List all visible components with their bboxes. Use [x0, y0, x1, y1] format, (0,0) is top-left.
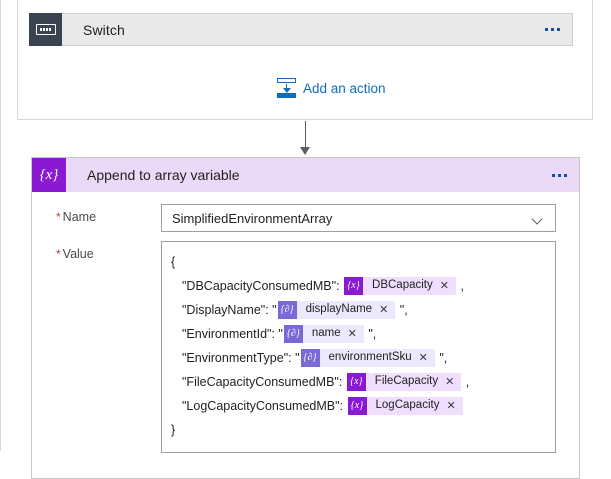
value-editor-text: ", — [435, 350, 448, 365]
value-editor-line: } — [171, 418, 546, 442]
add-an-action-label: Add an action — [303, 80, 386, 96]
token-remove-icon[interactable]: ✕ — [439, 279, 449, 292]
value-editor-text: { — [171, 254, 176, 269]
token-label: name — [311, 327, 341, 340]
variable-braces-icon: {x} — [344, 277, 364, 295]
append-overflow-menu-icon[interactable] — [552, 173, 567, 177]
expression-braces-icon: {∂} — [283, 325, 303, 343]
value-editor-text: "DBCapacityConsumedMB": — [182, 278, 344, 293]
value-editor-text: "DisplayName": " — [182, 302, 277, 317]
value-editor-line: "FileCapacityConsumedMB": {x}FileCapacit… — [171, 370, 546, 394]
token-body: FileCapacity ✕ — [365, 373, 462, 391]
token-label: environmentSku — [328, 351, 412, 364]
append-to-array-variable-card[interactable]: {x} Append to array variable *Name Simpl… — [31, 157, 580, 479]
insert-action-icon — [277, 78, 296, 98]
name-input[interactable]: SimplifiedEnvironmentArray — [161, 204, 556, 232]
expression-braces-icon: {∂} — [300, 349, 320, 367]
expression-braces-icon: {∂} — [277, 301, 297, 319]
expression-token[interactable]: {∂} environmentSku ✕ — [300, 349, 435, 367]
value-editor[interactable]: { "DBCapacityConsumedMB": {x} DBCapacity ✕ … — [161, 241, 556, 453]
canvas-left-rail — [0, 0, 1, 451]
token-remove-icon[interactable]: ✕ — [347, 327, 357, 340]
value-label-text: Value — [62, 247, 94, 261]
name-label-text: Name — [62, 210, 97, 224]
variable-token[interactable]: {x} LogCapacity ✕ — [347, 397, 463, 415]
value-editor-text: ", — [396, 302, 408, 317]
variable-token[interactable]: {x} FileCapacity ✕ — [346, 373, 462, 391]
scope-container-panel: Switch Add an action — [17, 0, 593, 120]
append-card-body: *Name SimplifiedEnvironmentArray *Value … — [32, 192, 579, 478]
connector-arrow-middle — [298, 121, 312, 155]
value-editor-line: "DisplayName": "{∂} displayName ✕ ", — [171, 298, 546, 322]
append-card-header[interactable]: {x} Append to array variable — [32, 158, 579, 192]
expression-token[interactable]: {∂} displayName ✕ — [277, 301, 396, 319]
token-label: FileCapacity — [374, 375, 439, 388]
name-input-value: SimplifiedEnvironmentArray — [172, 210, 333, 226]
chevron-down-icon[interactable] — [532, 213, 543, 224]
token-remove-icon[interactable]: ✕ — [418, 351, 428, 364]
token-body: LogCapacity ✕ — [366, 397, 463, 415]
value-field-row: *Value {"DBCapacityConsumedMB": {x}DBCap… — [46, 241, 565, 453]
value-editor-text: "EnvironmentId": " — [182, 326, 283, 341]
value-editor-text: , — [456, 278, 464, 293]
value-editor-line: { — [171, 250, 546, 274]
expression-token[interactable]: {∂} name ✕ — [283, 325, 364, 343]
value-editor-line: "EnvironmentType": "{∂} environmentSku ✕ "… — [171, 346, 546, 370]
value-editor-text: "FileCapacityConsumedMB": — [182, 374, 346, 389]
value-editor-line: "EnvironmentId": "{∂} name ✕ ", — [171, 322, 546, 346]
value-editor-text: ", — [364, 326, 377, 341]
variable-braces-icon: {x} — [347, 397, 367, 415]
value-editor-text: } — [171, 422, 176, 437]
switch-overflow-menu-icon[interactable] — [545, 28, 560, 31]
switch-action-card[interactable]: Switch — [29, 12, 573, 46]
token-body: name ✕ — [302, 325, 364, 343]
variable-braces-icon: {x} — [346, 373, 366, 391]
value-field-label: *Value — [46, 241, 161, 261]
variable-token[interactable]: {x} DBCapacity ✕ — [344, 277, 456, 295]
name-field-label: *Name — [46, 204, 161, 224]
variable-braces-icon: {x} — [32, 158, 66, 192]
value-editor-text: , — [462, 374, 470, 389]
token-remove-icon[interactable]: ✕ — [446, 399, 456, 412]
token-label: DBCapacity — [372, 279, 433, 292]
add-an-action-button[interactable]: Add an action — [277, 78, 386, 98]
value-editor-line: "DBCapacityConsumedMB": {x} DBCapacity ✕ , — [171, 274, 546, 298]
token-body: environmentSku ✕ — [319, 349, 435, 367]
token-body: DBCapacity ✕ — [363, 277, 456, 295]
token-body: displayName ✕ — [296, 301, 396, 319]
token-label: LogCapacity — [375, 399, 440, 412]
name-required-marker: * — [56, 210, 61, 224]
switch-icon — [29, 12, 62, 46]
value-editor-line: "LogCapacityConsumedMB": {x} LogCapacity ✕ — [171, 394, 546, 418]
token-remove-icon[interactable]: ✕ — [379, 303, 389, 316]
append-card-title: Append to array variable — [87, 167, 240, 183]
value-editor-text: "EnvironmentType": " — [182, 350, 300, 365]
name-field-row: *Name SimplifiedEnvironmentArray — [46, 204, 565, 232]
token-label: displayName — [305, 303, 373, 316]
value-editor-text: "LogCapacityConsumedMB": — [182, 398, 347, 413]
value-required-marker: * — [56, 247, 61, 261]
switch-card-title: Switch — [83, 21, 125, 38]
token-remove-icon[interactable]: ✕ — [445, 375, 455, 388]
